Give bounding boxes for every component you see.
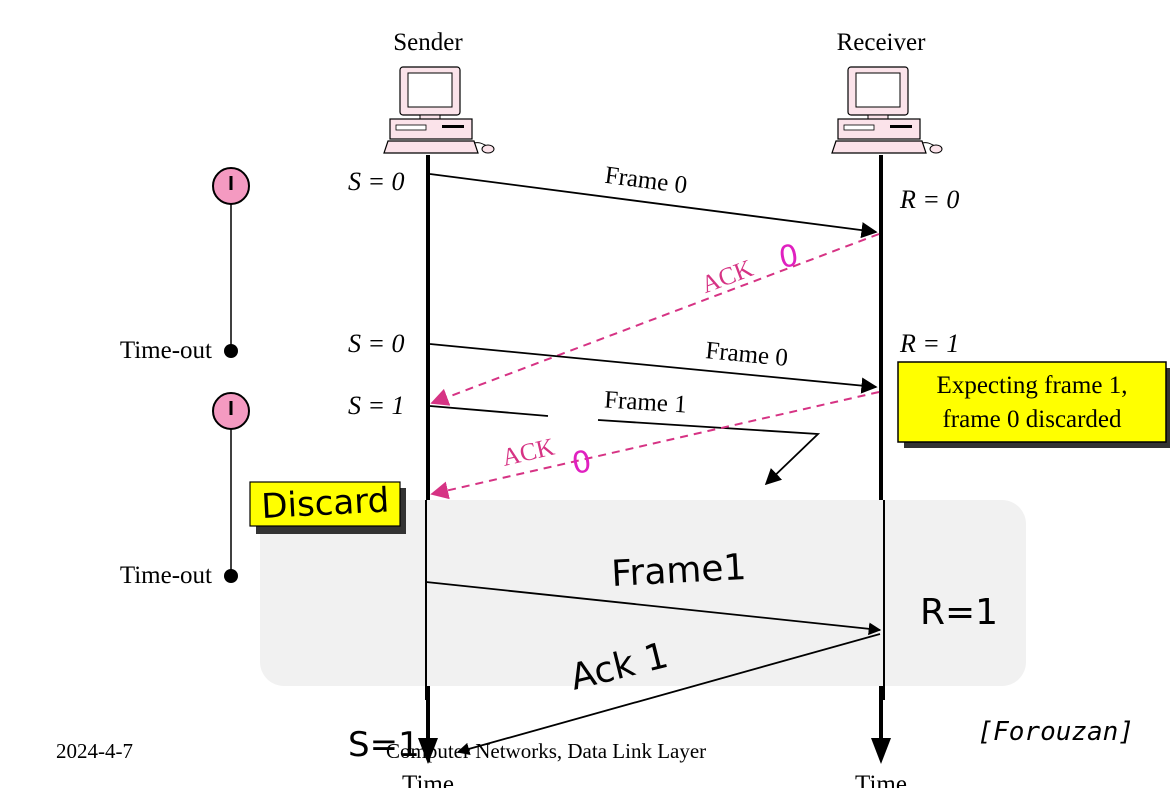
timer-icon-1 [212, 167, 250, 358]
sender-state-2: S = 0 [348, 329, 405, 358]
ack-first-label: ACK [698, 255, 757, 299]
handwritten-frame1-label: Frame1 [610, 547, 747, 595]
frame1-lost-label: Frame 1 [603, 386, 687, 418]
sender-state-3: S = 1 [348, 391, 405, 420]
sender-label: Sender [393, 29, 463, 56]
footer-source: [Forouzan] [977, 717, 1134, 747]
receiver-state-2: R = 1 [899, 329, 959, 358]
receiver-note-line2: frame 0 discarded [942, 406, 1122, 433]
ack-second-handwritten-digit: 0 [569, 444, 594, 482]
receiver-time-label: Time [855, 771, 907, 788]
handwritten-sender-state: S=1 [348, 725, 420, 765]
ack-first-handwritten-digit: 0 [776, 238, 801, 276]
timeout-label-2: Time-out [120, 562, 212, 589]
handwritten-ack1-arrow [456, 633, 881, 756]
discard-handwritten-label: Discard [260, 480, 390, 527]
footer-course: Computer Networks, Data Link Layer [386, 739, 706, 763]
sender-computer-icon [383, 66, 495, 154]
timer-icon-2 [212, 392, 250, 583]
frame0-first-label: Frame 0 [603, 162, 688, 199]
receiver-computer-icon [831, 66, 943, 154]
frame0-second-label: Frame 0 [704, 337, 789, 372]
receiver-state-1: R = 0 [899, 185, 959, 214]
sender-time-label: Time [402, 771, 454, 788]
footer-date: 2024-4-7 [56, 739, 133, 763]
frame1-lost-arrow [429, 405, 821, 484]
handwritten-receiver-state: R=1 [920, 592, 998, 633]
receiver-timeline-arrowhead [871, 738, 891, 764]
ack-first-arrow [430, 233, 880, 406]
discard-note: Discard [249, 480, 406, 534]
receiver-label: Receiver [837, 29, 927, 56]
timeout-label-1: Time-out [120, 337, 212, 364]
ack-second-label: ACK [500, 434, 558, 472]
receiver-note-line1: Expecting frame 1, [937, 372, 1128, 399]
receiver-note-box: Expecting frame 1, frame 0 discarded [897, 361, 1170, 448]
handwritten-frame1-arrow [425, 581, 882, 636]
sender-state-1: S = 0 [348, 167, 405, 196]
ack-second-arrow [430, 391, 880, 500]
frame0-second-arrow [429, 343, 878, 394]
frame0-first-arrow [429, 173, 878, 239]
annotation-overlay [260, 500, 1026, 686]
sender-timeline-arrowhead [418, 738, 438, 764]
